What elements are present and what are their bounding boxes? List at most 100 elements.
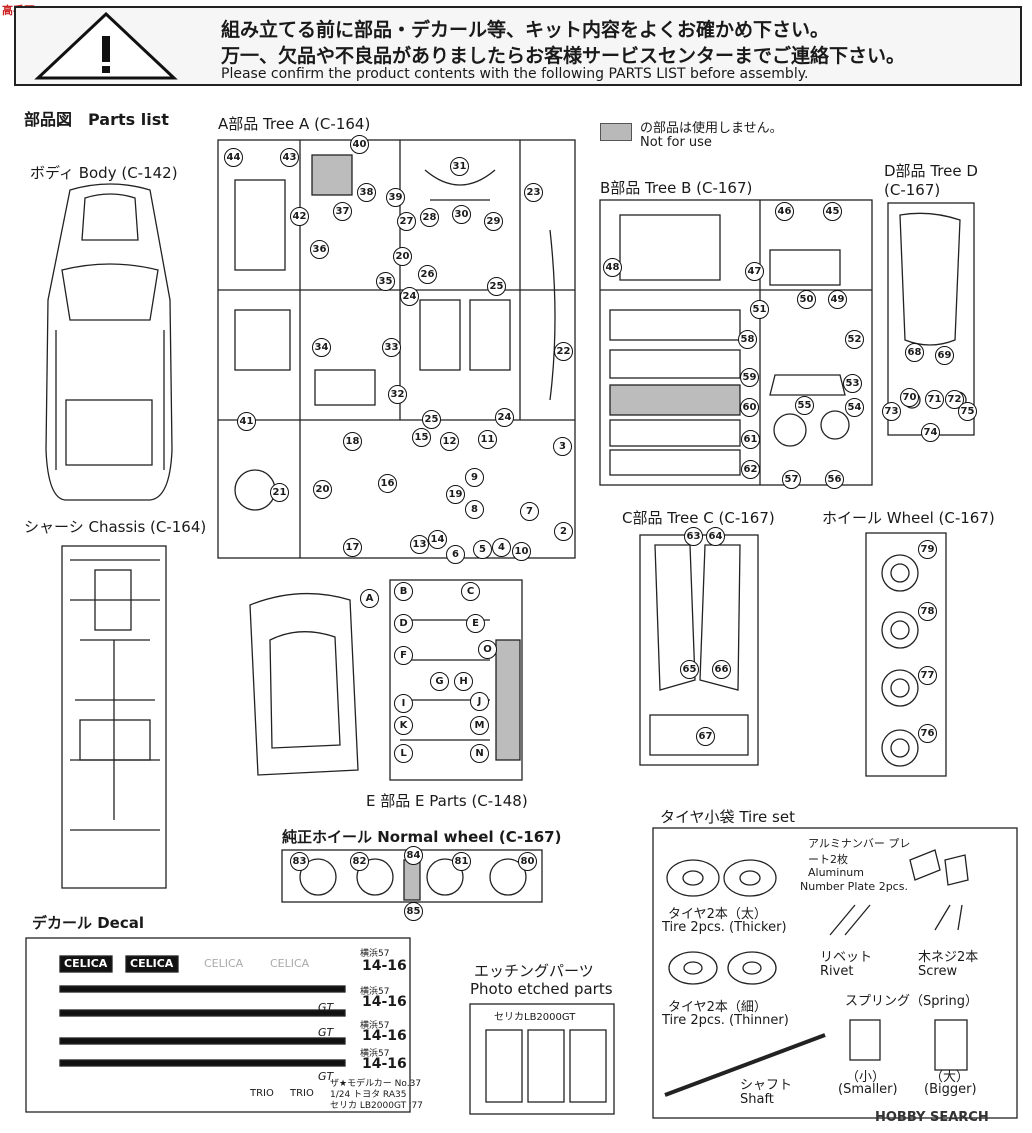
part-number: 23 [524,183,543,202]
wheel-title: ホイール Wheel (C-167) [822,509,995,527]
tree-a-frame [217,139,576,559]
part-number: 10 [512,542,531,561]
part-number: 74 [921,423,940,442]
rivet-jp: リベット [820,950,873,965]
decal-plate-num-3: 14-16 [362,1028,407,1044]
part-number: 79 [918,540,937,559]
decal-plate-top-1: 横浜57 [360,949,390,959]
part-number: 72 [945,390,964,409]
tire-set-title: タイヤ小袋 Tire set [660,808,795,826]
decal-model-note-2: 1/24 トヨタ RA35 [330,1090,407,1100]
part-number: 40 [350,135,369,154]
part-number: 43 [280,148,299,167]
part-number: 61 [741,430,760,449]
tire-thin-jp: タイヤ2本（細） [668,1000,767,1015]
tree-c-title: C部品 Tree C (C-167) [622,509,775,527]
part-letter: A [360,589,379,608]
decal-trio-1: TRIO [250,1088,274,1099]
part-number: 41 [237,412,256,431]
part-number: 39 [386,188,405,207]
tree-b-frame [599,199,873,486]
part-number: 46 [775,202,794,221]
part-number: 55 [795,396,814,415]
decal-gt-3: GT [318,1070,334,1083]
wheel-tree-frame [865,532,947,777]
part-number: 59 [740,368,759,387]
part-number: 26 [418,265,437,284]
decal-plate-top-3: 横浜57 [360,1021,390,1031]
part-number: 20 [393,247,412,266]
part-number: 42 [290,207,309,226]
part-number: 52 [845,330,864,349]
part-number: 7 [520,502,539,521]
normal-wheel-title: 純正ホイール Normal wheel (C-167) [282,828,562,846]
tire-thick-en: Tire 2pcs. (Thicker) [662,920,787,935]
photo-etched-title-en: Photo etched parts [470,980,613,998]
part-number: 9 [465,468,484,487]
part-number: 73 [882,402,901,421]
decal-trio-2: TRIO [290,1088,314,1099]
part-number: 30 [452,205,471,224]
part-number: 2 [554,522,573,541]
part-letter: C [461,582,480,601]
warning-text-en: Please confirm the product contents with… [221,66,809,82]
part-number: 21 [270,483,289,502]
decal-plate-num-1: 14-16 [362,958,407,974]
part-number: 36 [310,240,329,259]
body-drawing [45,183,173,501]
chassis-title: シャーシ Chassis (C-164) [24,518,207,536]
part-letter: G [430,672,449,691]
part-number: 75 [958,402,977,421]
part-number: 82 [350,852,369,871]
part-number: 4 [492,538,511,557]
part-number: 22 [554,342,573,361]
part-number: 16 [378,474,397,493]
e-parts-frame [389,579,523,781]
part-number: 18 [343,432,362,451]
legend-jp: の部品は使用しません。 [640,121,783,136]
part-number: 71 [925,390,944,409]
part-number: 81 [452,852,471,871]
part-number: 19 [446,485,465,504]
warning-text-jp-2: 万一、欠品や不良品がありましたらお客様サービスセンターまでご連絡下さい。 [221,45,906,67]
part-number: 50 [797,290,816,309]
part-number: 13 [410,535,429,554]
tire-set-frame [652,827,1018,1119]
part-number: 6 [446,545,465,564]
part-letter: D [394,614,413,633]
part-number: 8 [465,500,484,519]
plate-en-2: Number Plate 2pcs. [800,880,908,893]
part-number: 78 [918,602,937,621]
part-number: 47 [745,262,764,281]
part-number: 53 [843,374,862,393]
part-number: 31 [450,157,469,176]
not-for-use-swatch [600,123,632,141]
part-number: 32 [388,385,407,404]
part-letter: K [394,716,413,735]
decal-plate-num-2: 14-16 [362,994,407,1010]
tree-d-title: D部品 Tree D (C-167) [884,162,978,199]
part-letter: I [394,694,413,713]
rivet-en: Rivet [820,964,854,979]
tire-thin-en: Tire 2pcs. (Thinner) [662,1013,789,1028]
spring-small-jp: （小） [846,1070,886,1085]
warning-banner: 組み立てる前に部品・デカール等、キット内容をよくお確かめ下さい。 万一、欠品や不… [14,6,1022,86]
part-number: 20 [313,480,332,499]
decal-plate-top-2: 横浜57 [360,987,390,997]
photo-etched-title-jp: エッチングパーツ [474,962,594,980]
part-number: 62 [741,460,760,479]
spring-label: スプリング（Spring） [845,994,978,1009]
part-letter: F [394,646,413,665]
part-number: 29 [484,212,503,231]
part-letter: E [466,614,485,633]
part-number: 69 [935,346,954,365]
photo-etched-frame [469,1003,615,1115]
chassis-drawing [61,545,167,889]
decal-celica-4: CELICA [270,957,310,970]
decal-sheet-frame [25,937,411,1113]
part-number: 27 [397,212,416,231]
plate-jp: アルミナンバー プレート2枚 [808,837,911,866]
part-number: 38 [357,183,376,202]
part-number: 66 [712,660,731,679]
part-letter: O [478,640,497,659]
